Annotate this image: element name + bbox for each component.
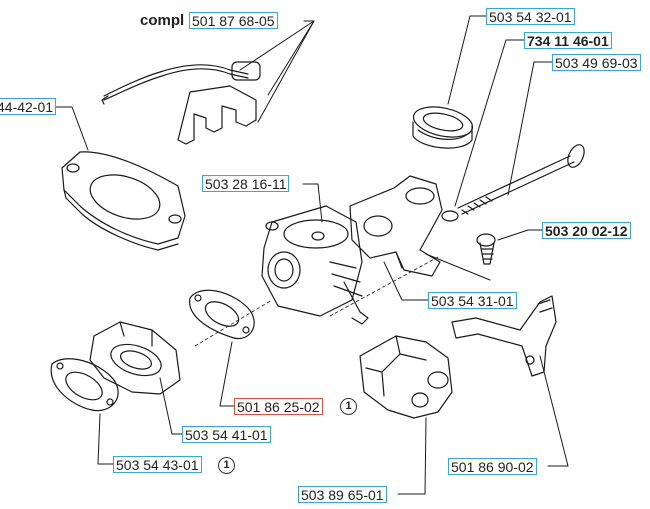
- part-label-screw[interactable]: 503 20 02-12: [542, 222, 631, 239]
- leader-gasket-bottom: [97, 413, 114, 465]
- insulator-block: [89, 321, 181, 395]
- part-label-gasket-left[interactable]: 44-42-01: [0, 98, 57, 115]
- note-marker-gasket-bottom: 1: [218, 457, 235, 474]
- leader-filter-nut: [454, 39, 527, 207]
- part-label-filter-nut[interactable]: 734 11 46-01: [524, 32, 612, 49]
- air-box: [359, 335, 453, 419]
- carburetor-body: [261, 205, 369, 325]
- part-label-stud[interactable]: 503 49 69-03: [552, 54, 641, 71]
- bottom-gasket: [50, 358, 119, 412]
- fuel-line-clip: [101, 61, 261, 145]
- leader-screw: [497, 229, 543, 241]
- small-gasket: [189, 289, 255, 340]
- leader-carburetor: [302, 183, 323, 223]
- part-label-bracket[interactable]: 503 54 31-01: [428, 292, 517, 309]
- leader-gasket-small: [219, 341, 235, 407]
- washer: [441, 210, 459, 222]
- intake-boot: [412, 106, 474, 149]
- leader-gasket-left: [54, 106, 89, 151]
- leader-air-box: [397, 417, 427, 495]
- leader-bracket: [383, 261, 431, 301]
- leader-insulator: [159, 377, 183, 435]
- long-stud: [457, 144, 585, 215]
- flange-gasket: [61, 151, 186, 251]
- small-screw: [476, 233, 496, 265]
- part-label-air-box[interactable]: 503 89 65-01: [298, 486, 387, 503]
- note-marker-gasket-small: 1: [340, 398, 357, 415]
- part-label-fuel-line[interactable]: 501 87 68-05: [189, 12, 278, 29]
- leader-stud: [507, 61, 553, 196]
- choke-lever: [451, 295, 557, 377]
- leader-bracket-2: [425, 253, 491, 281]
- leader-intake-boot: [447, 15, 487, 105]
- carb-adaptor: [349, 175, 443, 277]
- part-label-insulator[interactable]: 503 54 41-01: [182, 426, 271, 443]
- part-label-carburetor[interactable]: 503 28 16-11: [202, 175, 290, 192]
- part-label-lever[interactable]: 501 86 90-02: [448, 458, 537, 475]
- compl-prefix: compl: [140, 12, 185, 29]
- part-label-intake-boot[interactable]: 503 54 32-01: [486, 8, 575, 25]
- part-label-gasket-small[interactable]: 501 86 25-02: [234, 398, 323, 415]
- part-label-gasket-bottom[interactable]: 503 54 43-01: [113, 456, 202, 473]
- leader-lines: [54, 15, 569, 495]
- leader-lever: [539, 355, 569, 467]
